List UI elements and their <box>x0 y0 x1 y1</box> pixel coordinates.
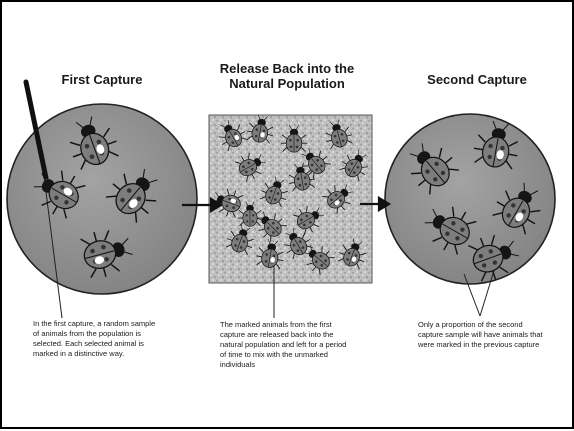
release-caption: The marked animals from the first captur… <box>220 320 350 370</box>
second-capture-caption: Only a proportion of the second capture … <box>418 320 548 350</box>
second-capture-title: Second Capture <box>407 72 547 87</box>
first-capture-title: First Capture <box>47 72 157 87</box>
first-capture-caption: In the first capture, a random sample of… <box>33 319 157 359</box>
release-title: Release Back into the Natural Population <box>202 61 372 91</box>
